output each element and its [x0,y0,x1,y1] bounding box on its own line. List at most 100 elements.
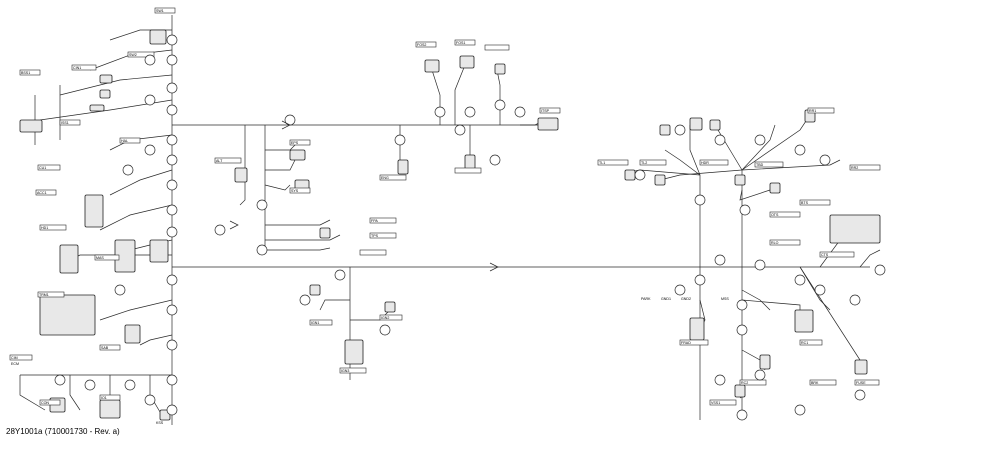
connector-code-label: ITSP [541,109,550,113]
branch-left-mid-2 [99,204,173,231]
callout-circle [299,294,311,306]
connector-body [19,119,43,133]
callout-circle [144,144,156,156]
branch-left-mid-1 [109,169,173,196]
callout-circle [464,106,476,118]
connector-body [89,104,105,112]
label-tag [807,107,835,114]
branch-right-top-6 [741,159,841,171]
connector-body [829,214,881,244]
connector-body [384,301,396,313]
label-tag [379,314,403,321]
label-tag [699,159,729,166]
drawing-reference-number: 28Y1001a (710001730 - Rev. a) [6,427,120,436]
connector-code-label: ALT [216,159,223,163]
branch-right-top-9 [739,189,771,201]
branch-right-low-9 [859,249,881,268]
branch-right-low-6 [799,266,831,311]
callout-circle [166,82,178,94]
connector-body [734,384,746,398]
callout-circle [166,374,178,386]
connector-body [659,124,671,136]
branch-left-low-1 [19,375,46,411]
connector-code-label: FOS1 [456,41,465,45]
connector-body [99,74,113,84]
branch-right-top-4 [741,124,776,171]
branch-left-mid-5 [99,299,173,321]
connector-body [234,167,248,183]
label-tag [214,157,242,164]
connector-code-label: RC2 [741,381,748,385]
callout-circle [214,224,226,236]
connector-code-label: BRK [811,381,819,385]
branch-right-low-3 [741,299,801,320]
connector-code-label: OTS [771,213,779,217]
connector-code-label: CIM [11,356,18,360]
label-tag [59,119,81,126]
callout-circle [736,299,748,311]
callout-circle [494,99,506,111]
connector-code-label: IGN2 [381,316,389,320]
connector-body [84,194,104,228]
label-tag [35,189,57,196]
callout-circle [714,134,726,146]
label-tag [539,107,561,114]
connector-code-label: GND1 [661,297,671,301]
label-tag [415,41,437,48]
label-tag [71,64,97,71]
connector-code-label: MAS [96,256,104,260]
connector-code-label: SAB [101,346,109,350]
connector-body [99,89,111,99]
connector-body [424,59,440,73]
callout-circle [166,304,178,316]
callout-circle [166,34,178,46]
label-tag [369,232,397,239]
connector-code-label: FPA [371,219,378,223]
connector-code-label: SYS [291,189,299,193]
callout-circle [694,274,706,286]
connector-code-label: ISS1 [61,121,69,125]
branch-right-low-2 [741,289,771,311]
label-tag [289,139,311,146]
callout-circle [736,324,748,336]
callout-circle [849,294,861,306]
connector-code-label: CON [41,401,49,405]
callout-circle [166,54,178,66]
connector-code-label: VSS1 [711,401,720,405]
branch-right-top-1 [664,149,701,176]
connector-body [397,159,409,175]
callout-circle [256,244,268,256]
label-tag [359,249,387,256]
callout-circle [166,179,178,191]
connector-code-label: ECM [11,362,19,366]
callout-circle [874,264,886,276]
connector-code-label: BSS1 [21,71,30,75]
callout-circle [166,339,178,351]
label-tag [769,239,801,246]
callout-circle [814,284,826,296]
branch-top-3 [496,69,501,125]
label-tag [94,254,120,261]
callout-circle [166,154,178,166]
connector-code-label: TL2 [641,161,647,165]
connector-code-label: HDR [701,161,709,165]
branch-center-7 [239,125,246,206]
label-tag [9,354,33,361]
callout-circle [54,374,66,386]
callout-circle [454,124,466,136]
connector-code-label: FUSE [856,381,866,385]
callout-circle [334,269,346,281]
connector-body [149,239,169,263]
branch-center-5 [265,234,341,241]
callout-circle [114,284,126,296]
connector-body [289,149,306,161]
callout-circle [379,324,391,336]
callout-circle [144,54,156,66]
branch-left-top-5 [109,134,173,151]
branch-left-low-4 [149,375,161,413]
connector-code-label: TBD [756,163,764,167]
connector-code-label: SW2 [129,53,137,57]
connector-code-label: FOS2 [417,43,426,47]
callout-circle [754,259,766,271]
